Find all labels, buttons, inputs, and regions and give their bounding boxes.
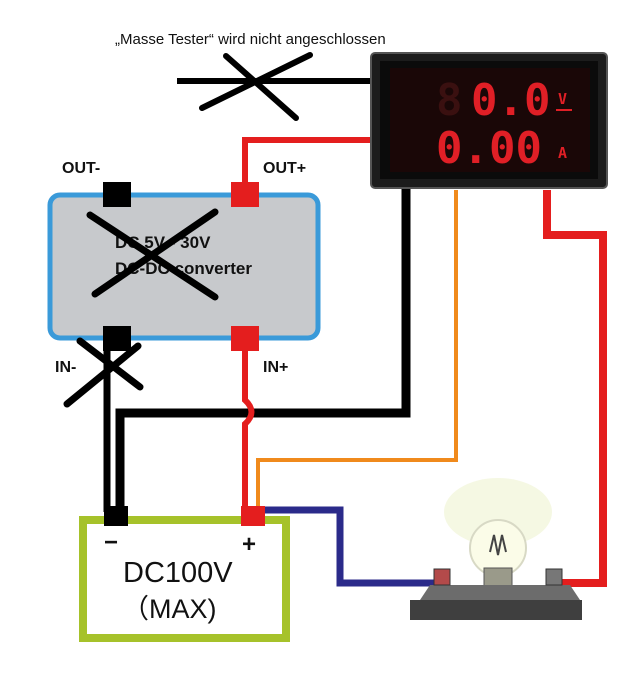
supply-box: [79, 516, 290, 642]
cross-out-icon: [63, 337, 144, 408]
orange-wire-meter-to-plus: [256, 190, 458, 512]
meter-display: [390, 68, 590, 172]
lamp-base-top: [420, 585, 580, 600]
terminal-in-plus: [231, 326, 259, 351]
supply-voltage-label: DC100V: [123, 557, 233, 589]
red-wire-meter-to-lamp: [543, 190, 607, 587]
label-out-plus: OUT+: [263, 160, 306, 177]
power-supply: − + DC100V （MAX): [79, 506, 290, 642]
label-in-plus: IN+: [263, 359, 288, 376]
lamp-terminal-left: [433, 568, 451, 586]
red-wire-inplus-to-plus: [242, 340, 255, 512]
meter-voltage-reading: 0.0: [471, 75, 550, 126]
lamp-base: [410, 600, 582, 620]
label-in-minus: IN-: [55, 359, 76, 376]
cross-out-marks: [63, 52, 313, 408]
terminal-in-minus: [103, 326, 131, 351]
terminal-out-minus: [103, 182, 131, 207]
lamp: [410, 478, 582, 620]
label-out-minus: OUT-: [62, 160, 100, 177]
supply-terminal-plus: [241, 506, 265, 526]
cross-out-icon: [86, 208, 219, 301]
meter-voltage-unit: V: [558, 90, 567, 108]
volt-amp-meter: 8 0.0 V 0.00 A: [370, 52, 608, 189]
terminal-out-plus: [231, 182, 259, 207]
supply-terminal-minus: [104, 506, 128, 526]
supply-max-label: （MAX): [122, 594, 217, 624]
caption-text: „Masse Tester“ wird nicht angeschlossen: [115, 31, 386, 48]
meter-voltage-dim-digit: 8: [436, 75, 463, 126]
meter-current-reading: 0.00: [436, 123, 542, 174]
bulb-filament: [489, 534, 507, 556]
supply-plus-sign: +: [242, 531, 256, 558]
cross-out-icon: [199, 52, 313, 121]
navy-wire-plus-to-lamp: [258, 506, 440, 587]
dc-dc-converter: DC 5V - 30V DC-DC converter OUT- OUT+ IN…: [47, 160, 321, 376]
converter-line2: DC-DC converter: [115, 259, 252, 278]
red-wire-outplus-to-meter: [242, 137, 376, 192]
lamp-terminal-right: [545, 568, 563, 586]
supply-minus-sign: −: [104, 529, 118, 556]
black-wire-meter-to-minus: [115, 188, 411, 512]
meter-current-unit: A: [558, 144, 567, 162]
lamp-glow: [444, 478, 552, 546]
